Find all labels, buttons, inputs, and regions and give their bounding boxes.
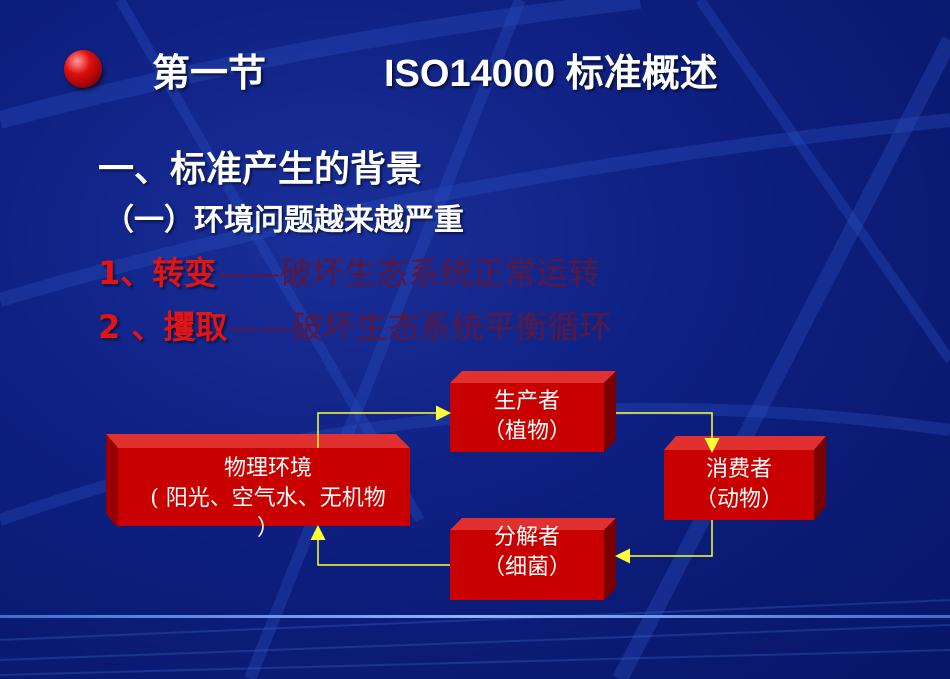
decomposer-subtitle: （细菌） [482,555,571,580]
footer-stripe [0,615,950,618]
point-2-dash: —— [227,308,292,346]
arrow-decomposer-to-env [310,525,450,566]
section-label: 第一节 [152,53,267,95]
red-sphere-bullet-icon [64,50,102,88]
decomposer-box [450,518,616,600]
heading-level2: （一）环境问题越来越严重 [104,203,464,238]
environment-box [106,434,410,528]
decomposer-title: 分解者 [493,525,560,550]
environment-subtitle-end: ） [256,516,279,541]
point-1-dash: —— [216,254,281,292]
consumer-title: 消费者 [705,457,772,482]
page-title: ISO14000 标准概述 [384,53,718,95]
title-row: 第一节 ISO14000 标准概述 [0,30,950,100]
arrow-env-to-producer [317,405,451,448]
point-1-number: 1、 [98,254,153,292]
point-2-description: 破坏生态系统平衡循环 [291,308,612,346]
consumer-label: 消费者 （动物） [664,455,814,515]
point-1: 1、转变——破坏生态系统正常运转 [98,248,600,294]
point-1-description: 破坏生态系统正常运转 [280,254,601,292]
point-2: 2 、攫取——破坏生态系统平衡循环 [98,302,611,348]
point-2-number: 2 、 [98,308,164,346]
point-1-term: 转变 [152,254,217,292]
environment-label: 物理环境 ( 阳光、空气水、无机物 ） [118,454,418,544]
producer-label: 生产者 （植物） [450,387,604,447]
heading-level1: 一、标准产生的背景 [98,149,423,190]
producer-box [450,371,616,452]
cycle-arrows [310,405,720,566]
point-2-term: 攫取 [163,308,228,346]
arrow-consumer-to-decomposer [615,520,713,564]
arrow-producer-to-consumer [616,412,720,453]
environment-subtitle: ( 阳光、空气水、无机物 [150,486,386,511]
decomposer-label: 分解者 （细菌） [450,523,604,583]
producer-subtitle: （植物） [482,419,571,444]
environment-title: 物理环境 [223,456,312,481]
consumer-subtitle: （动物） [694,487,783,512]
producer-title: 生产者 [493,389,560,414]
